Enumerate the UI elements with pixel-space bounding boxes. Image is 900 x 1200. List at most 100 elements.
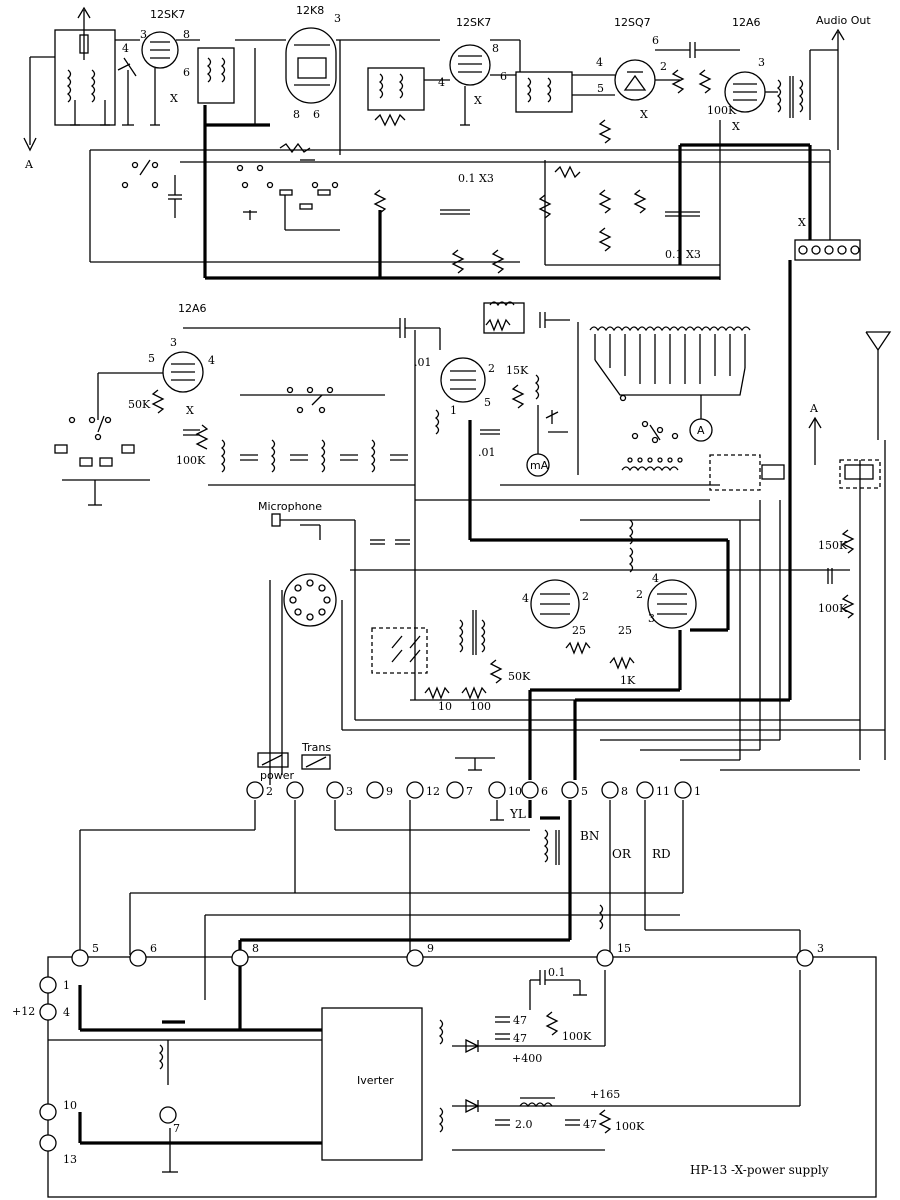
svg-text:100K: 100K (176, 454, 206, 467)
svg-text:100K: 100K (818, 602, 848, 615)
connector-pin (71, 949, 89, 967)
connector-pin-label: 8 (252, 942, 259, 955)
channel-switch-bank (577, 322, 751, 475)
tube-12sk7-rf: 12SK7 3 8 6 X (140, 8, 190, 126)
svg-text:2: 2 (660, 60, 667, 73)
audio-out-label: Audio Out (816, 14, 871, 27)
connector-pin (406, 781, 424, 799)
diagram-title: HP-13 -X-power supply (690, 1163, 829, 1177)
plus400-label: +400 (512, 1052, 542, 1065)
svg-text:47: 47 (583, 1118, 597, 1131)
inverter-label: Iverter (357, 1074, 394, 1087)
trans-switch-label: Trans (301, 741, 331, 754)
svg-text:mA: mA (530, 459, 549, 472)
ammeter: A (689, 418, 713, 442)
connector-pin (521, 781, 539, 799)
svg-text:0.1 X3: 0.1 X3 (665, 248, 701, 261)
tube-12sq7-detector: 12SQ7 6 2 X (614, 16, 667, 121)
svg-text:8: 8 (183, 28, 190, 41)
svg-text:4: 4 (596, 56, 603, 69)
microphone-label: Microphone (258, 500, 322, 513)
tube-final-b: 4 2 3 25 (618, 572, 697, 637)
tube-label: 12SK7 (456, 16, 491, 29)
svg-text:25: 25 (618, 624, 632, 637)
tube-label: 12SK7 (150, 8, 185, 21)
connector-pin-label: 13 (63, 1153, 77, 1166)
svg-text:2: 2 (636, 588, 643, 601)
connector-pin-label: 3 (346, 785, 353, 798)
tube-label: 12A6 (178, 302, 207, 315)
tube-oscillator: 2 1 5 (440, 357, 495, 417)
svg-text:0.1: 0.1 (548, 966, 566, 979)
svg-text:15K: 15K (506, 364, 529, 377)
tube-label: 12A6 (732, 16, 761, 29)
connector-pin-label: 7 (466, 785, 473, 798)
svg-text:4: 4 (438, 76, 445, 89)
svg-text:100: 100 (470, 700, 491, 713)
connector-pin-label: 9 (427, 942, 434, 955)
svg-text:3: 3 (170, 336, 177, 349)
connector-pin (636, 781, 654, 799)
connector-pin (406, 949, 424, 967)
connector-pin (39, 1103, 57, 1121)
svg-text:5: 5 (148, 352, 155, 365)
connector-pin (39, 976, 57, 994)
connector-pin (231, 949, 249, 967)
connector-pin-label: 7 (173, 1122, 180, 1135)
connector-pin-label: 1 (63, 979, 70, 992)
svg-text:3: 3 (334, 12, 341, 25)
inverter-block: Iverter (321, 1007, 423, 1161)
connector-pin (286, 781, 304, 799)
connector-pin-label: 5 (92, 942, 99, 955)
connector-pin (488, 781, 506, 799)
tube-label: 12K8 (296, 4, 324, 17)
svg-text:4: 4 (122, 42, 129, 55)
connector-pin-label: 1 (694, 785, 701, 798)
svg-text:6: 6 (500, 70, 507, 83)
tube-12a6-output: 12A6 3 X (724, 16, 766, 133)
wire-label-rd: RD (652, 847, 671, 861)
tube-final-a: 4 2 25 (522, 579, 589, 637)
svg-text:4: 4 (652, 572, 659, 585)
svg-text:X: X (640, 108, 648, 121)
connector-pin-label: 2 (266, 785, 273, 798)
antenna-label-a: A (24, 158, 34, 171)
connector-pin-label: 4 (63, 1006, 70, 1019)
svg-text:3: 3 (140, 28, 147, 41)
svg-text:.01: .01 (478, 446, 496, 459)
svg-text:2: 2 (582, 590, 589, 603)
connector-pin (159, 1106, 177, 1124)
svg-text:2.0: 2.0 (515, 1118, 533, 1131)
svg-text:8: 8 (492, 42, 499, 55)
tube-12sk7-if: 12SK7 8 4 6 X (438, 16, 507, 126)
svg-text:3: 3 (648, 612, 655, 625)
connector-pin-label: 15 (617, 942, 631, 955)
svg-text:6: 6 (313, 108, 320, 121)
power-switch-label: power (260, 769, 294, 782)
connector-pin-label: 9 (386, 785, 393, 798)
svg-text:5: 5 (597, 82, 604, 95)
svg-text:6: 6 (183, 66, 190, 79)
svg-text:100K: 100K (615, 1120, 645, 1133)
plus165-label: +165 (590, 1088, 620, 1101)
wire-label-yl: YL (509, 807, 526, 821)
transmitter-section: 12A6 3 5 4 X 50K 100K (54, 260, 892, 785)
svg-text:47: 47 (513, 1032, 527, 1045)
svg-text:X: X (732, 120, 740, 133)
connector-pin (366, 781, 384, 799)
mic-connector (283, 573, 337, 627)
power-supply-section: +12 Iverter +400 47 47 100K 0.1 (12, 800, 877, 1198)
svg-text:5: 5 (484, 396, 491, 409)
connector-pin (674, 781, 692, 799)
svg-text:X: X (474, 94, 482, 107)
svg-text:8: 8 (293, 108, 300, 121)
connector-pin-label: 12 (426, 785, 440, 798)
tube-12k8-converter: 12K8 3 8 6 (285, 4, 341, 121)
connector-pin (39, 1134, 57, 1152)
connector-pin-label: 3 (817, 942, 824, 955)
connector-pin (596, 949, 614, 967)
